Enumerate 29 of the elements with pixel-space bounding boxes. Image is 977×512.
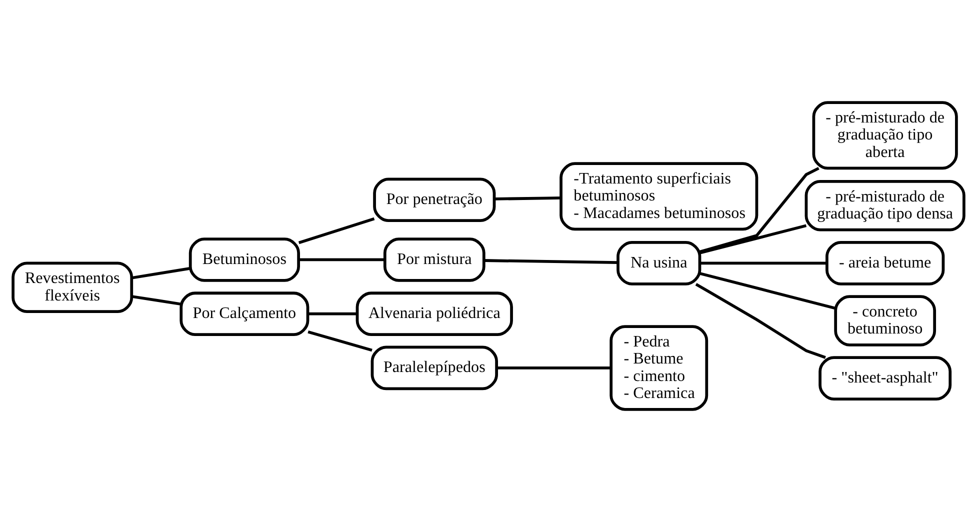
connector [484, 259, 618, 264]
connector [308, 312, 357, 316]
node-box: Por penetração [373, 178, 496, 222]
connector [496, 366, 612, 370]
node-box: Paralelepípedos [370, 346, 498, 390]
node-box: - areia betume [826, 241, 945, 286]
node-box: - Pedra - Betume - cimento - Ceramica [610, 325, 708, 411]
node-box: Na usina [616, 241, 702, 286]
node-box: - pré-misturado de graduação tipo densa [804, 180, 966, 232]
node-box: - pré-misturado de graduação tipo aberta [812, 101, 958, 170]
connector [700, 166, 820, 254]
connector [132, 295, 182, 306]
node-box: - "sheet-asphalt" [818, 356, 952, 400]
node-box: Alvenaria poliédrica [356, 292, 513, 336]
node-box: - concreto betuminoso [834, 295, 936, 346]
connector [700, 262, 827, 265]
connector [695, 282, 826, 359]
connector [298, 217, 375, 244]
connector [132, 267, 190, 280]
connector [308, 330, 372, 352]
node-box: Por mistura [383, 238, 486, 282]
node-box: Por Calçamento [180, 292, 310, 336]
node-box: Betuminosos [188, 238, 300, 282]
connector [494, 196, 561, 200]
node-box: -Tratamento superficiais betuminosos - Macadames betuminosos [560, 162, 758, 231]
connector [700, 224, 807, 254]
connector [298, 258, 385, 262]
connector [700, 272, 836, 310]
node-box: Revestimentos flexíveis [12, 262, 134, 313]
